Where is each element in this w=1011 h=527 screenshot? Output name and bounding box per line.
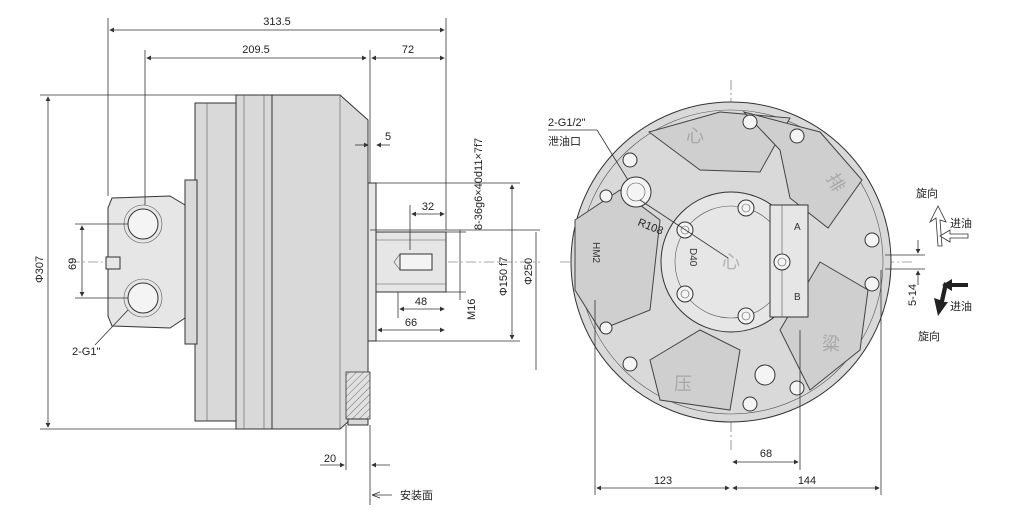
rear-housing: [194, 102, 241, 422]
dim-port-label: 2-G1": [72, 346, 100, 358]
inlet-label-top: 进油: [950, 216, 972, 230]
mark-port-a: A: [794, 222, 801, 233]
mark-code: D40: [687, 248, 698, 267]
dim-step: 5: [385, 131, 391, 143]
inner-bolts: [676, 199, 791, 325]
outer-bolts: [599, 114, 880, 412]
housing-rim: [235, 94, 273, 430]
dim-drain-text: 泄油口: [548, 134, 581, 148]
mark-char-bottom: 压: [674, 374, 692, 395]
dim-housing-diameter: Φ307: [34, 256, 46, 283]
rotation-label-bottom: 旋向: [918, 329, 940, 343]
dim-shaft-length: 66: [405, 317, 417, 329]
mark-port-b: B: [794, 292, 801, 303]
inlet-arrow-solid-icon: [942, 279, 968, 291]
dim-overall-length: 313.5: [263, 16, 291, 28]
rotation-label-top: 旋向: [916, 186, 938, 200]
side-view: 313.5 209.5 72 5 32 48 66 M16 8-36g6×40d…: [34, 16, 540, 505]
mark-char-top: 心: [686, 126, 704, 147]
port-a-hole: [127, 208, 159, 240]
mark-char-center: 心: [722, 252, 740, 273]
dim-right-offset: 144: [798, 475, 816, 487]
dim-thread-depth: 32: [422, 201, 434, 213]
dim-drain-label: 2-G1/2": [548, 117, 586, 129]
mount-face-label: 安装面: [400, 488, 433, 502]
panel-bottom: [649, 329, 741, 411]
front-view: HM2 D40 A B 心 心 排 粱 压 2-G1/2" 泄油口 R108 1…: [548, 80, 972, 495]
dim-flange-diameter: Φ250: [523, 258, 535, 285]
dim-small-offset: 5-14: [907, 284, 919, 306]
pilot-step: [367, 182, 377, 342]
ccw-arrow-icon: [928, 205, 947, 247]
rear-boss: [184, 179, 198, 345]
dim-left-offset: 123: [654, 475, 672, 487]
dim-thread: M16: [466, 299, 478, 320]
dim-thread-length: 48: [415, 296, 427, 308]
dim-flange-thickness: 20: [324, 453, 336, 465]
dim-bolt-offset: 68: [760, 448, 772, 460]
mark-model: HM2: [590, 242, 601, 264]
port-b-hole: [127, 282, 159, 314]
cw-arrow-icon: [934, 282, 948, 316]
shaft-threaded-hole: [399, 253, 433, 271]
rotation-indicator: [928, 205, 969, 316]
dim-spline-spec: 8-36g6×40d11×7f7: [473, 138, 485, 230]
mark-char-lower-right: 粱: [822, 334, 840, 355]
dim-body-length: 209.5: [242, 44, 270, 56]
panel-right: [742, 111, 863, 229]
inlet-label-bottom: 进油: [950, 299, 972, 313]
dim-pilot-diameter: Φ150 f7: [498, 257, 510, 296]
port-manifold: [107, 195, 186, 329]
drain-port: [620, 176, 652, 208]
panel-left: [574, 189, 661, 331]
dim-port-spacing: 69: [67, 258, 79, 270]
manifold-plug: [105, 256, 121, 270]
dim-shaft-section: 72: [402, 44, 414, 56]
mount-flange-section: [345, 371, 371, 420]
lower-plug: [754, 364, 776, 386]
inlet-arrow-outline-icon: [939, 229, 969, 243]
